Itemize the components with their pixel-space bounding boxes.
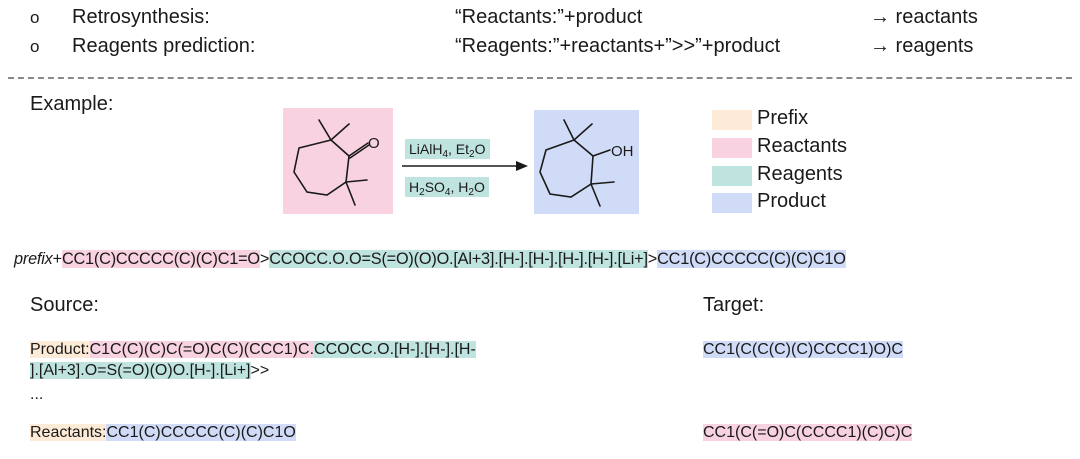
- source-row-product: Product:C1C(C)(C)C(=O)C(C)(CCC1)C.CCOCC.…: [30, 341, 476, 359]
- product-atom-label: OH: [611, 143, 634, 160]
- target-row-2: CC1(C(=O)C(CCCC1)(C)C)C: [703, 424, 913, 442]
- ellipsis: ...: [30, 386, 44, 403]
- legend-swatch: [712, 138, 752, 158]
- row-prefix: Reactants:: [30, 424, 107, 441]
- task-bullet: o: [30, 8, 40, 27]
- task-result: → reagents: [870, 35, 974, 57]
- cond-top-a: LiAlH: [409, 141, 443, 157]
- task-template: “Reactants:”+product: [455, 6, 643, 28]
- row-product-smiles: CC1(C)CCCCC(C)(C)C1O: [106, 424, 296, 441]
- legend-label: Reactants: [757, 135, 848, 157]
- cond-bottom-c: , H: [450, 179, 469, 195]
- row-reagents-smiles: ].[Al+3].O=S(=O)(O)O.[H-].[Li+]: [30, 362, 251, 379]
- legend-swatch: [712, 166, 752, 186]
- task-name: Retrosynthesis:: [72, 6, 210, 28]
- condition-top: LiAlH4, Et2O: [405, 139, 490, 160]
- full-smiles-line: prefix+CC1(C)CCCCC(C)(C)C1=O>CCOCC.O.O=S…: [14, 250, 846, 269]
- legend-swatch: [712, 110, 752, 130]
- smiles-prefix: prefix: [14, 250, 53, 268]
- target-smiles: CC1(C(C(C)(C)CCCC1)O)C: [703, 341, 903, 358]
- cond-bottom-b-sub: 4: [444, 187, 451, 198]
- reactant-atom-label: O: [368, 135, 380, 152]
- reactant-box: O: [283, 108, 393, 214]
- legend-label: Reagents: [757, 163, 843, 185]
- task-template: “Reagents:”+reactants+”>>”+product: [455, 35, 781, 57]
- task-bullet: o: [30, 37, 40, 56]
- product-box: OH: [534, 110, 639, 214]
- cond-bottom-d: O: [473, 179, 485, 195]
- legend-swatch: [712, 193, 752, 213]
- reactant-molecule: O: [293, 119, 380, 206]
- target-row-1: CC1(C(C(C)(C)CCCC1)O)C: [703, 341, 903, 359]
- cond-bottom-c-sub: 2: [468, 187, 474, 198]
- cond-bottom-a: H: [409, 179, 420, 195]
- source-row-product-cont: ].[Al+3].O=S(=O)(O)O.[H-].[Li+]>>: [30, 362, 269, 380]
- row-tail: >>: [250, 362, 270, 379]
- cond-top-b-sub: 2: [469, 149, 475, 160]
- condition-bottom: H2SO4, H2O: [405, 177, 489, 198]
- example-label: Example:: [30, 93, 114, 115]
- row-product-smiles: C1C(C)(C)C(=O)C(C)(CCC1)C.: [89, 341, 315, 358]
- legend-label: Prefix: [757, 107, 809, 129]
- smiles-reactants: CC1(C)CCCCC(C)(C)C1=O: [61, 250, 260, 268]
- legend-label: Product: [757, 190, 826, 212]
- task-retrosynthesis: o: [30, 5, 39, 30]
- cond-top-b: , Et: [448, 141, 470, 157]
- task-result: → reactants: [870, 6, 978, 28]
- cond-bottom-a-sub: 2: [419, 187, 425, 198]
- source-label: Source:: [30, 294, 99, 316]
- reaction-arrow: [402, 161, 528, 171]
- task-name: Reagents prediction:: [72, 35, 256, 57]
- cond-top-a-sub: 4: [442, 149, 449, 160]
- dashed-divider: [8, 77, 1072, 79]
- task-reagents-prediction: o: [30, 34, 39, 59]
- smiles-separator: >: [259, 250, 270, 268]
- row-reagents-smiles: CCOCC.O.[H-].[H-].[H-: [314, 341, 476, 358]
- smiles-plus: +: [52, 250, 63, 268]
- product-molecule: OH: [539, 119, 634, 207]
- smiles-product: CC1(C)CCCCC(C)(C)C1O: [657, 250, 846, 268]
- row-prefix: Product:: [30, 341, 90, 358]
- target-label: Target:: [703, 294, 765, 316]
- cond-top-c: O: [474, 141, 486, 157]
- smiles-reagents: CCOCC.O.O=S(=O)(O)O.[Al+3].[H-].[H-].[H-…: [269, 250, 648, 268]
- cond-bottom-b: SO: [424, 179, 445, 195]
- target-smiles: CC1(C(=O)C(CCCC1)(C)C)C: [703, 424, 913, 441]
- smiles-separator: >: [647, 250, 658, 268]
- source-row-reactants: Reactants:CC1(C)CCCCC(C)(C)C1O: [30, 424, 296, 442]
